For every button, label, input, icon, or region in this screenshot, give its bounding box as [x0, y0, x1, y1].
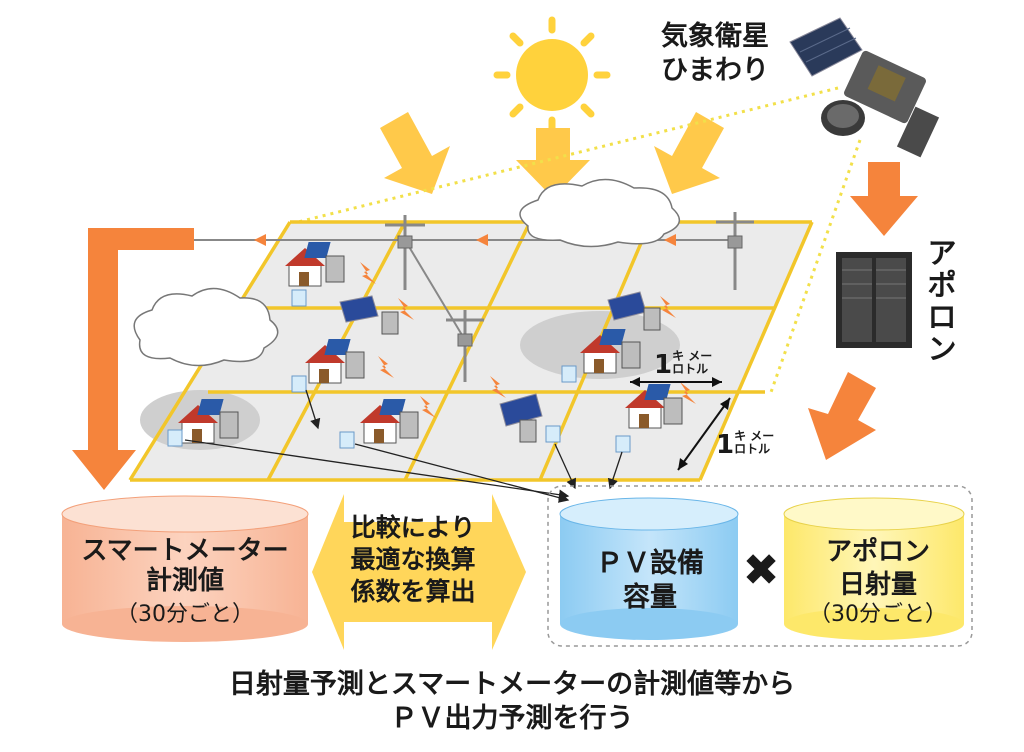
caption-line2: ＰＶ出力予測を行う — [390, 702, 634, 734]
grid-size-unit-rotoru: ロトル — [734, 442, 771, 457]
satellite-label-line1: 気象衛星 — [661, 21, 769, 52]
apollo-box-line1: アポロン — [825, 537, 930, 567]
grid-size-label-horizontal: 1キ メーロトル — [654, 349, 713, 380]
sunlight-arrows — [380, 112, 724, 198]
grid-size-unit-me: メー — [750, 429, 775, 443]
cloud-icon — [133, 178, 681, 367]
grid-size-number: 1 — [716, 430, 735, 460]
pv-line2: 容量 — [623, 581, 677, 613]
satellite-view-lines — [297, 86, 862, 396]
lightning-icon — [360, 262, 696, 418]
grid-size-dimension — [630, 377, 731, 471]
apollo-irradiance-label: アポロン 日射量 — [778, 536, 978, 601]
data-flow-lines — [184, 389, 623, 503]
solar-panel-icon — [339, 291, 647, 427]
sun-icon — [493, 16, 611, 134]
flow-direction-marks — [254, 234, 676, 246]
grid-size-unit-ki: キ — [734, 429, 747, 443]
compare-line1: 比較により — [350, 513, 476, 542]
satellite-icon — [789, 17, 940, 158]
flow-arrows — [72, 162, 918, 490]
smart-meter-title: スマートメーター 計測値 — [60, 536, 310, 597]
compare-text: 比較により 最適な換算 係数を算出 — [318, 512, 508, 608]
apollo-box-line2: 日射量 — [838, 569, 917, 600]
grid-size-label-diagonal: 1キ メーロトル — [716, 429, 775, 460]
compare-line2: 最適な換算 — [350, 545, 476, 574]
smart-meter-icon — [219, 255, 683, 443]
multiply-icon: ✖ — [742, 545, 780, 596]
apollo-server-label: アポロン — [927, 236, 957, 366]
pv-line1: ＰＶ設備 — [596, 548, 704, 579]
compare-arrow — [312, 494, 526, 650]
pv-capacity-cylinder — [559, 497, 739, 640]
compare-line3: 係数を算出 — [350, 577, 476, 606]
grid-size-number: 1 — [654, 350, 673, 380]
data-note-icons — [167, 289, 631, 453]
server-icon — [836, 252, 912, 348]
satellite-label: 気象衛星 ひまわり — [640, 20, 790, 88]
satellite-label-line2: ひまわり — [661, 54, 769, 86]
smart-meter-title-line2: 計測値 — [145, 565, 224, 596]
grid-size-unit-me: メー — [688, 349, 713, 363]
apollo-interval: （30分ごと） — [809, 602, 947, 627]
smart-meter-title-line1: スマートメーター — [81, 536, 289, 566]
smart-meter-interval: （30分ごと） — [116, 602, 254, 627]
grid-size-unit-rotoru: ロトル — [672, 362, 709, 377]
caption-line1: 日射量予測とスマートメーターの計測値等から — [228, 669, 796, 700]
house-icon — [178, 242, 671, 444]
caption: 日射量予測とスマートメーターの計測値等から ＰＶ出力予測を行う — [100, 668, 924, 736]
grid-size-unit-ki: キ — [672, 349, 685, 363]
smart-meter-cylinder — [61, 495, 309, 642]
pv-capacity-label: ＰＶ設備 容量 — [565, 547, 735, 615]
calculation-group — [547, 485, 973, 647]
apollo-irradiance-cylinder — [783, 497, 965, 640]
